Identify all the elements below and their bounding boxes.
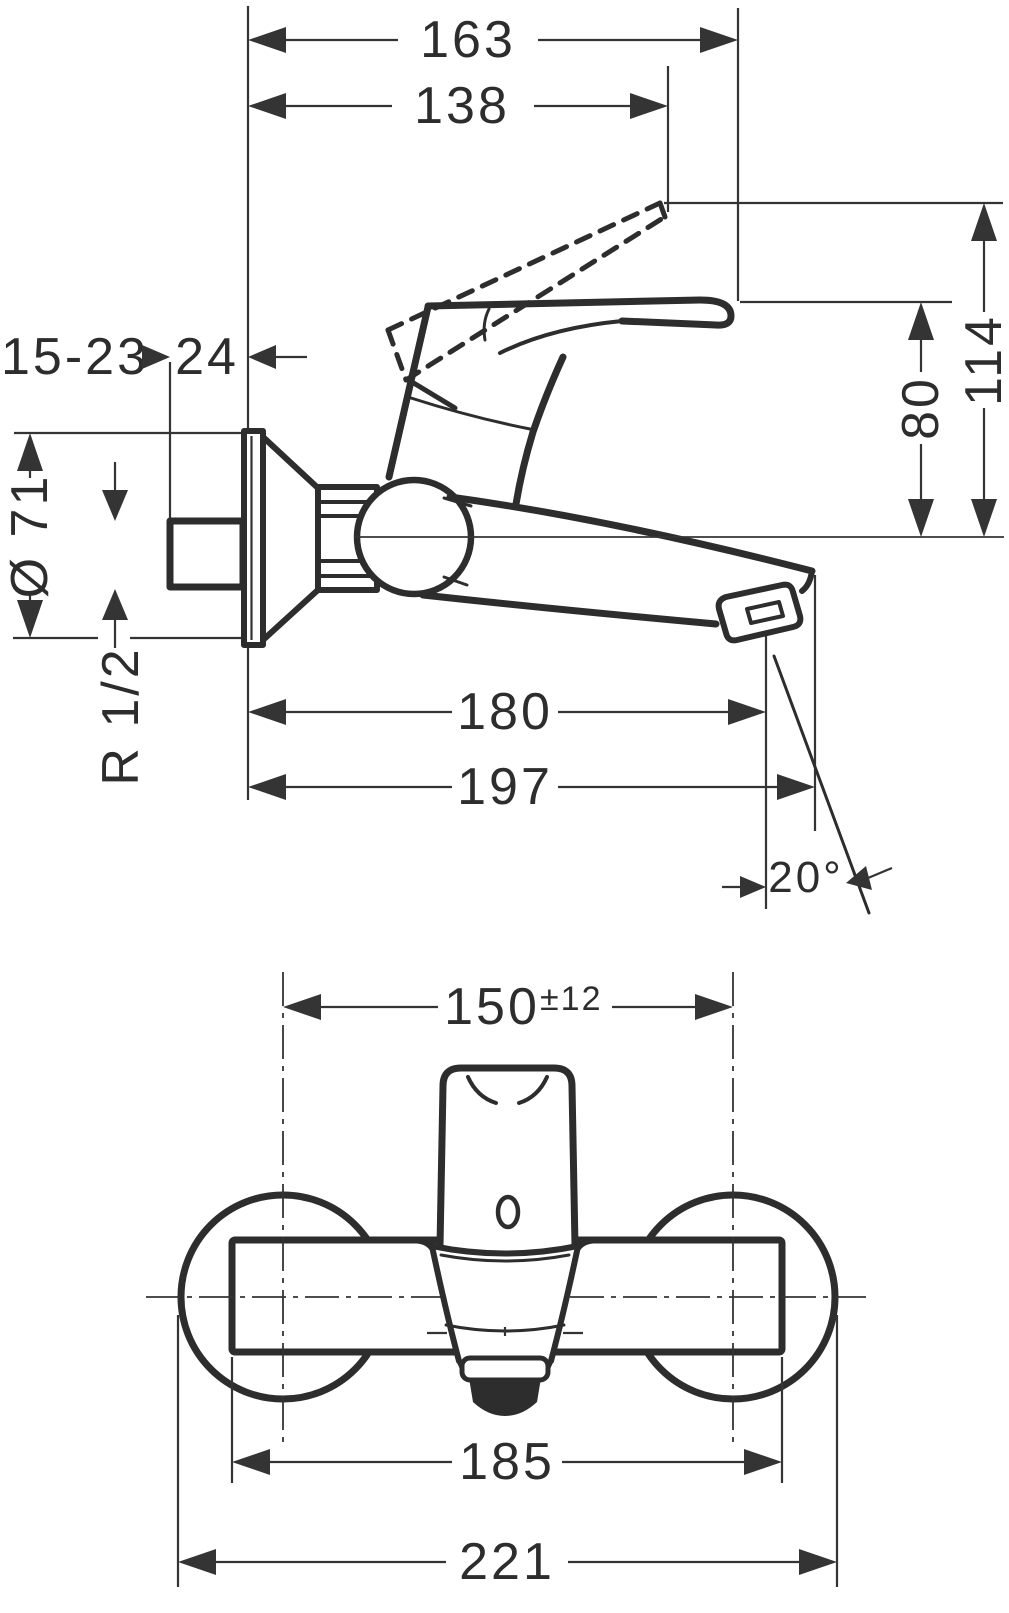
dim-thread-label: R 1/2 [92,646,150,785]
arrowhead-left [232,1449,270,1475]
dimension-114: 114 [955,203,1009,537]
flange-cone-bottom-edge [260,586,322,643]
body-joint-edge [404,376,458,411]
dimension-163: 163 [248,11,738,69]
arrowhead-right-pointing [740,876,766,898]
dim-24-label: 24 [175,328,239,386]
arrowhead-left [248,93,286,119]
handle-cap-inner-curves [466,1075,549,1105]
body-fillets [414,1238,596,1254]
open-lever-bottom-edge [403,215,666,383]
arrowhead-right-pointing [142,345,170,369]
arrowhead-on-diagonal [846,866,872,890]
dim-163-label: 163 [420,11,516,69]
aerator-rim [459,1355,551,1383]
dimension-thread: R 1/2 [92,462,150,786]
dim-15-23-label: 15-23 [1,328,149,386]
body-left-edge [385,303,432,481]
spout-cone-left-edge [430,1248,462,1364]
arrowhead-right [695,994,733,1020]
spout-angle-reference-line [772,654,871,915]
wall-union-stub [166,517,247,591]
body-right-edge [512,353,567,508]
arrowhead-left [283,994,321,1020]
ball-intersection-ticks [442,496,473,587]
flange-back-plate [241,428,266,648]
dim-185-label: 185 [459,1433,555,1491]
aerator-outlet [745,600,785,625]
arrowhead-up [971,203,997,241]
dim-180-label: 180 [457,683,553,741]
lever-handle-closed [424,296,735,329]
dimension-150: 150 ±12 [283,978,733,1036]
arrowhead-left [248,27,286,53]
collar-ring-lower [439,1253,571,1263]
arrowhead-right [777,774,815,800]
arrowhead-down [908,499,934,537]
dimension-80: 80 [892,302,950,537]
arrowhead-down [102,490,128,521]
dim-80-label: 80 [892,376,950,440]
spout-cone-tick-marks [427,1327,583,1336]
extension-lines [176,1315,839,1587]
spout-top-edge [446,493,816,575]
dimension-wall-adjust: 15-23 24 [1,328,307,386]
arrowhead-up [102,589,128,620]
arrowhead-left [248,699,286,725]
dimension-180: 180 [248,683,766,741]
flange-cone-top-edge [260,434,322,492]
collar-ring-upper [429,1243,581,1257]
arrowhead-left [178,1549,216,1575]
dimension-spout-angle: 20° [722,853,893,902]
open-lever-tip-edge [657,200,668,220]
arrowhead-up [17,433,43,471]
dimension-185: 185 [230,1357,784,1491]
dim-150-label: 150 [444,978,540,1036]
side-view-faucet-outline [166,200,816,648]
arrowhead-left-pointing [248,345,276,369]
leader-tail-right [867,866,893,880]
dim-angle-label: 20° [768,853,844,902]
dim-150-tolerance-label: ±12 [540,980,602,1018]
lever-handle-open-dashed [385,200,668,383]
front-view-spout-and-handle [414,1064,596,1416]
cartridge-seam-line [482,307,491,342]
handle-cap-fill [440,1068,575,1246]
arrowhead-left [248,774,286,800]
dim-138-label: 138 [414,77,510,135]
lever-underside-curve [498,319,624,355]
dim-221-label: 221 [459,1533,555,1591]
spout-cone-right-edge [548,1248,580,1364]
side-view: 163 138 15-23 24 Ø 71 [1,6,1009,915]
dimension-flange-diameter: Ø 71 [1,433,59,638]
side-view-extension-lines [13,6,1003,915]
arrowhead-right [799,1549,837,1575]
arrowhead-right [630,93,668,119]
spout-bottom-edge [419,591,720,628]
arrowhead-down [17,600,43,638]
spout-cone-fill [433,1251,577,1361]
dim-197-label: 197 [457,758,553,816]
arrowhead-right [728,699,766,725]
handle-screw-hole [495,1194,521,1230]
spout-tip-edge [799,568,815,594]
dimension-197: 197 [248,758,815,816]
arrowhead-up [908,302,934,340]
front-view: 150 ±12 185 221 [146,972,866,1591]
body-seam-line [409,396,532,431]
dimension-138: 138 [248,77,668,135]
dim-114-label: 114 [955,314,1009,406]
aerator-face [469,1378,541,1416]
dimension-221: 221 [176,1315,839,1591]
open-lever-top-edge [385,200,663,333]
arrowhead-down [971,499,997,537]
arrowhead-right [744,1449,782,1475]
dim-71-label: Ø 71 [1,474,59,599]
union-nut-knurling [316,500,379,578]
arrowhead-right [700,27,738,53]
open-lever-back-edge [385,327,409,383]
handle-cap-outline [436,1064,579,1250]
